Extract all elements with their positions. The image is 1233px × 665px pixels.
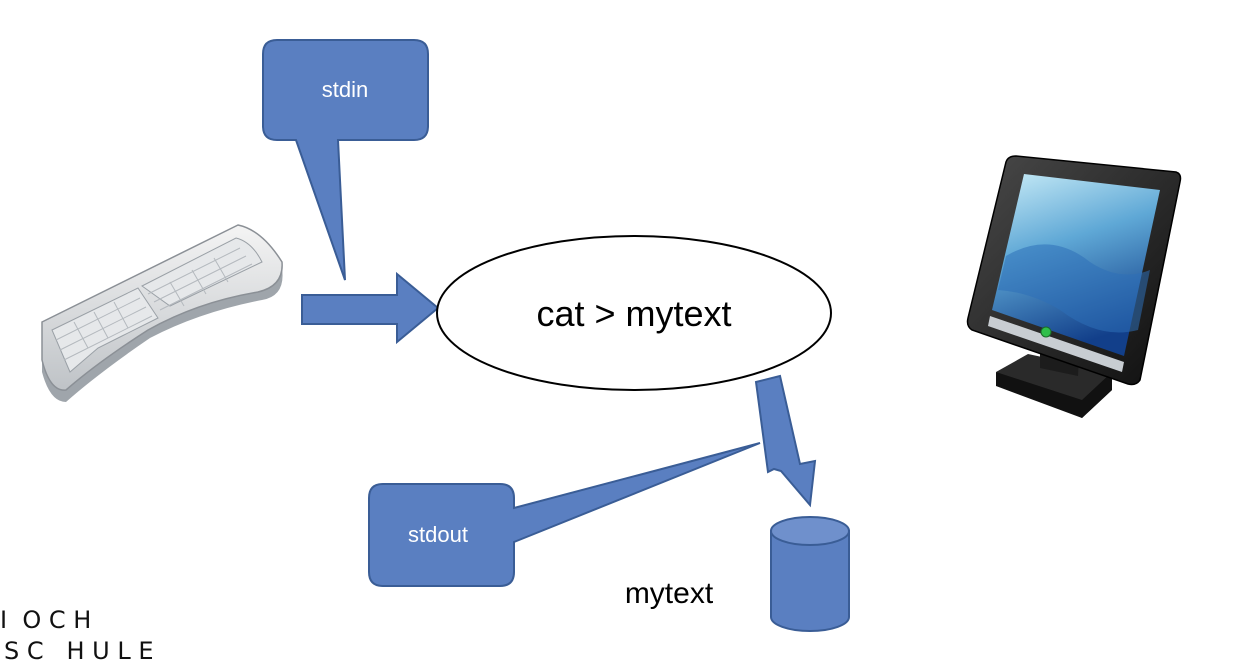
stdout-label: stdout — [408, 522, 468, 547]
command-text: cat > mytext — [536, 293, 731, 334]
stdin-label: stdin — [322, 77, 368, 102]
keyboard-icon — [41, 224, 283, 402]
monitor-icon — [966, 155, 1182, 418]
input-arrow — [301, 271, 440, 345]
output-arrow — [754, 374, 817, 508]
logo-line-2: S C H U L E — [4, 637, 154, 665]
process-ellipse: cat > mytext — [436, 235, 832, 391]
file-label: mytext — [625, 577, 714, 610]
database-cylinder-icon — [770, 516, 850, 632]
logo-line-1: I O C H — [0, 606, 91, 634]
logo: I O C H S C H U L E — [0, 606, 154, 665]
stdout-callout: stdout — [368, 442, 761, 587]
stdin-callout: stdin — [262, 39, 429, 281]
